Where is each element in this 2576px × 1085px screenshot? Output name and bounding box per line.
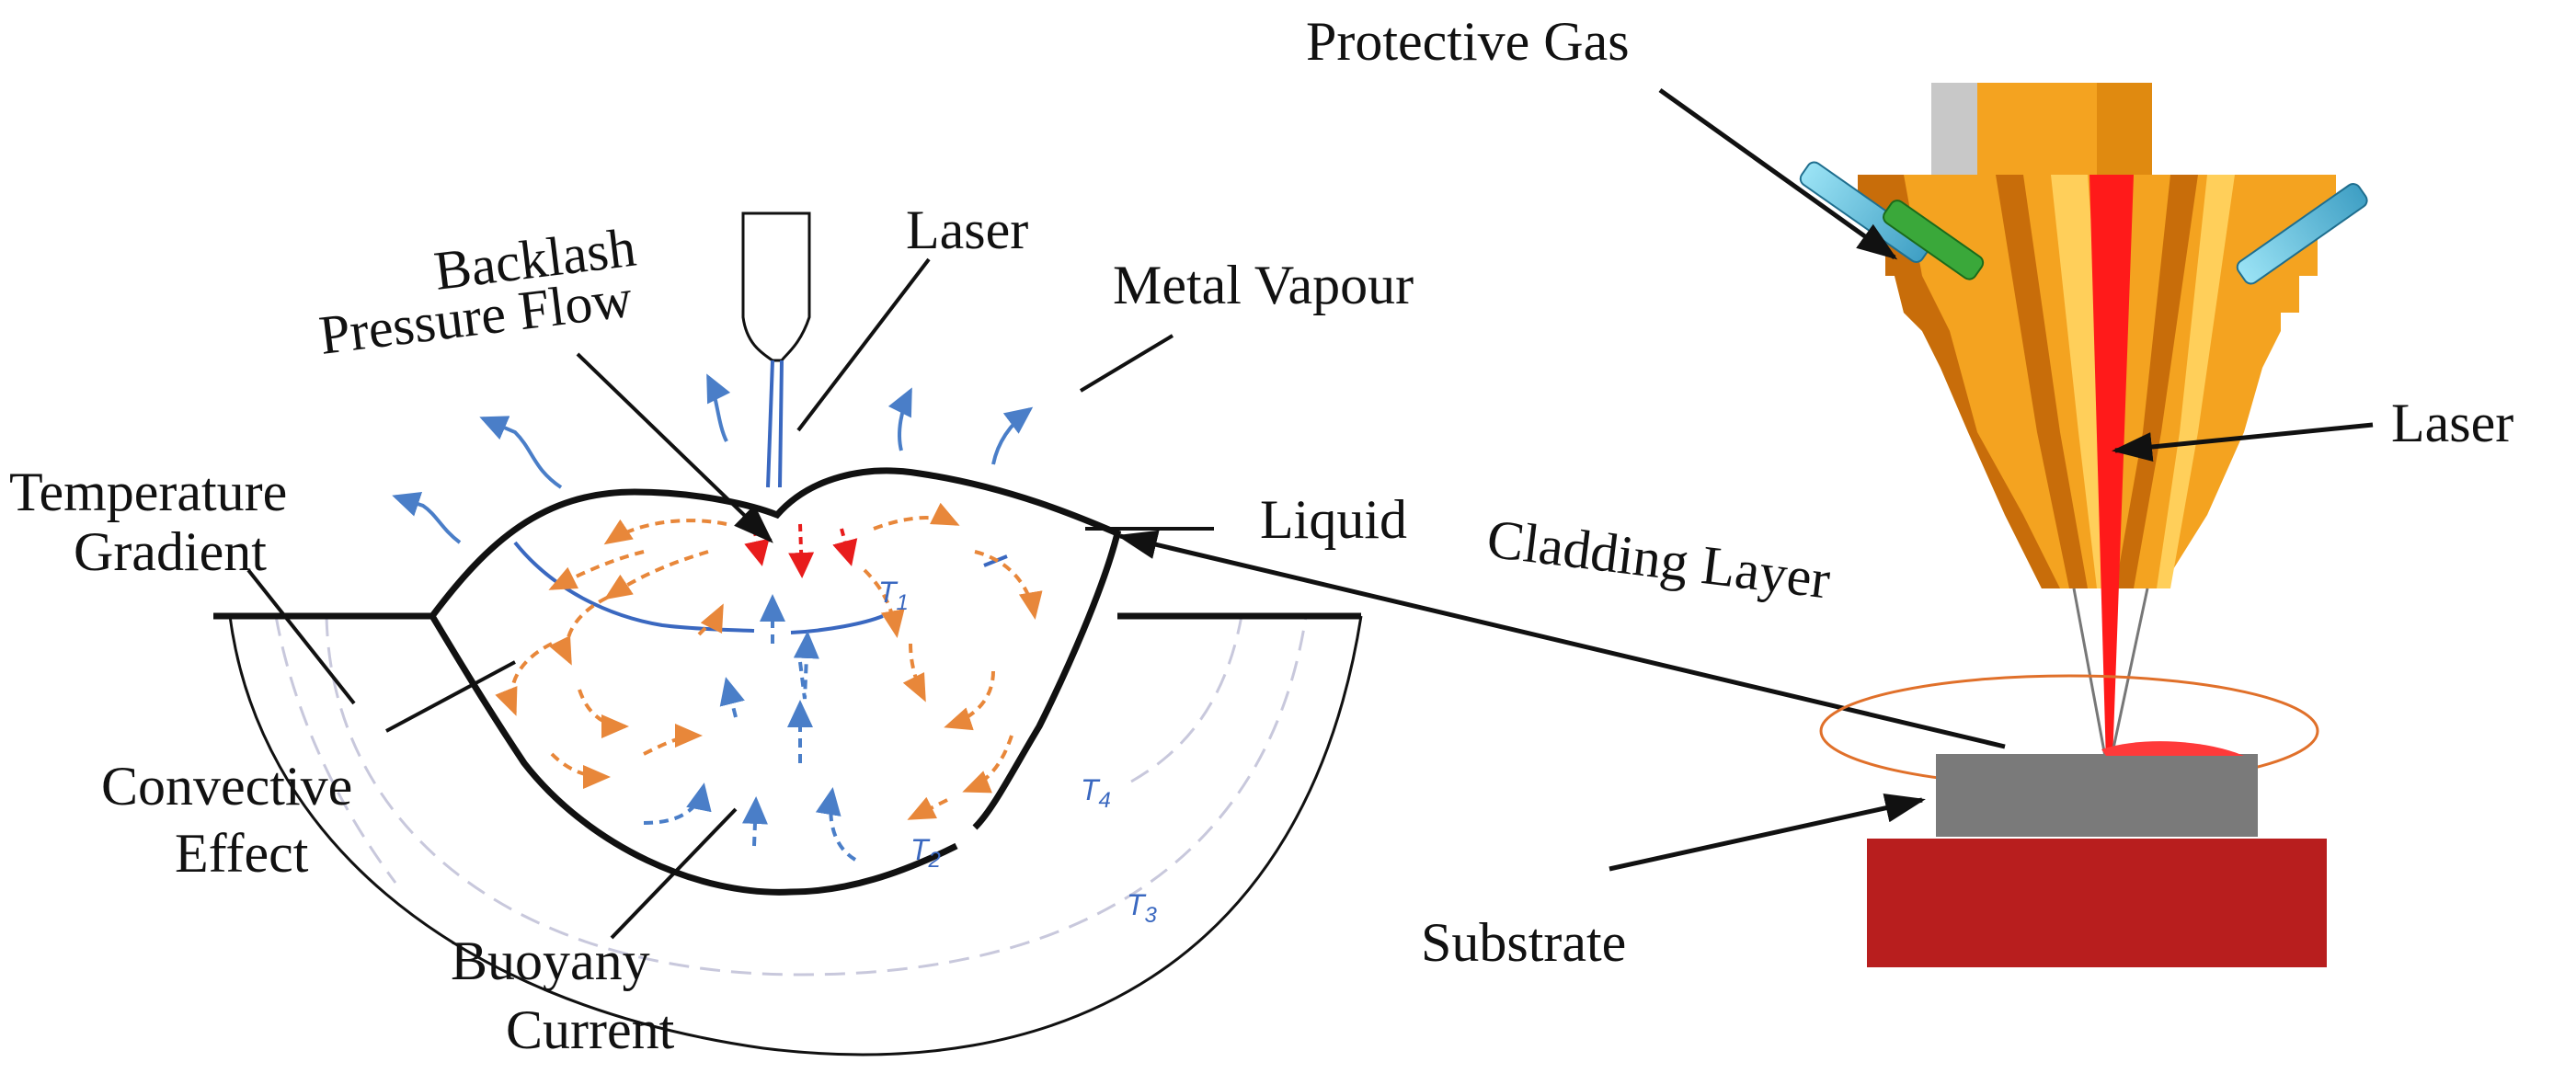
buoyany-callout — [610, 807, 738, 940]
label-buoyany: Buoyany — [451, 931, 650, 991]
buoyancy-arrow — [793, 631, 819, 700]
cladding-head — [1799, 83, 2368, 763]
isotherm-t4-label: T4 — [1081, 773, 1111, 813]
vapour-arrow — [887, 387, 912, 451]
isotherm-t3-dashed — [325, 615, 1308, 976]
buoyancy-arrow — [741, 796, 768, 847]
cladding-to-pool-arrow — [1116, 530, 2006, 749]
backlash-arrow — [832, 528, 858, 566]
laser-callout — [796, 257, 931, 432]
label-protective-gas: Protective Gas — [1306, 11, 1630, 72]
flow-arrow — [578, 689, 629, 738]
vapour-arrow — [706, 373, 731, 442]
isotherm-t1-right — [790, 614, 884, 634]
flow-arrow — [548, 550, 645, 590]
flow-arrow — [863, 568, 905, 638]
flow-arrow — [603, 519, 727, 545]
gas-tube-right — [2236, 183, 2368, 285]
laser-beam-line — [778, 360, 784, 488]
metal-vapour-callout — [1079, 334, 1174, 393]
isotherm-t3-label: T3 — [1127, 888, 1158, 928]
nozzle-top-shade — [1931, 83, 1977, 175]
substrate-block — [1867, 839, 2327, 967]
label-convective: Convective — [101, 756, 352, 817]
gas-tube-left — [1799, 161, 1931, 263]
isotherm-t1-left — [513, 541, 755, 633]
label-cladding-layer: Cladding Layer — [1483, 508, 1833, 610]
vapour-arrow — [991, 406, 1034, 465]
vapour-arrow — [392, 491, 462, 544]
isotherm-t1-label: T1 — [878, 576, 909, 615]
nozzle-left-shade — [1858, 175, 2060, 588]
convective-callout — [385, 660, 516, 733]
label-liquid: Liquid — [1260, 489, 1407, 550]
flow-arrow — [697, 603, 724, 636]
buoyancy-arrow — [719, 677, 745, 718]
buoyancy-arrow — [815, 787, 857, 862]
substrate-callout — [1609, 793, 1926, 872]
metal-vapour-arrows — [392, 373, 1034, 544]
backlash-callout — [576, 352, 773, 543]
nozzle-highlight — [2051, 175, 2111, 588]
laser-nozzle — [741, 211, 811, 362]
pool-boundary — [429, 467, 1122, 896]
flow-arrow — [902, 643, 926, 702]
label-effect: Effect — [175, 823, 309, 884]
protective-gas-callout — [1658, 87, 1898, 260]
label-substrate: Substrate — [1421, 912, 1626, 973]
laser-beam-line — [766, 360, 774, 488]
laser-beam-cone — [2089, 175, 2134, 763]
laser-right-callout — [2112, 422, 2374, 462]
nozzle-top-side — [2097, 83, 2152, 175]
flow-arrow — [603, 550, 709, 600]
backlash-arrows — [744, 523, 858, 578]
nozzle-stripe — [1996, 175, 2088, 588]
isotherm-left-dashed — [274, 615, 397, 884]
temperature-callout — [246, 568, 356, 705]
label-metal-vapour: Metal Vapour — [1113, 255, 1414, 315]
flow-arrow — [962, 735, 1013, 794]
flow-arrow — [643, 724, 703, 756]
cladding-layer-block — [1936, 754, 2258, 837]
flow-arrow — [873, 502, 960, 531]
workpiece — [1819, 674, 2327, 967]
convective-flow-arrows — [495, 502, 1043, 820]
isotherm-t4-dashed — [1130, 615, 1243, 783]
flow-arrow — [907, 796, 948, 820]
label-laser-left: Laser — [906, 200, 1028, 260]
flow-arrow — [550, 752, 611, 789]
buoyancy-arrow — [643, 782, 712, 825]
left-callouts — [246, 257, 1214, 940]
label-laser-right: Laser — [2391, 393, 2513, 453]
isotherm-t2-label: T2 — [910, 833, 941, 873]
nozzle-stripe — [2115, 175, 2198, 588]
label-current: Current — [506, 999, 675, 1060]
flow-arrow — [944, 670, 995, 731]
nozzle-highlight — [2157, 175, 2235, 588]
buoyancy-flow-arrows — [643, 594, 857, 862]
label-temperature: Temperature — [9, 462, 287, 522]
flow-arrow — [974, 550, 1043, 620]
powder-stream — [2109, 588, 2149, 762]
flow-arrow — [548, 596, 608, 666]
flow-arrow — [495, 642, 553, 716]
backlash-arrow — [744, 528, 770, 566]
backlash-arrow — [788, 523, 815, 578]
isotherm-outer-solid — [228, 615, 1363, 1056]
melt-spot — [2101, 741, 2244, 756]
right-callouts — [1609, 87, 2374, 872]
vapour-arrow — [479, 416, 563, 489]
gas-tube-green — [1883, 200, 1985, 280]
label-gradient: Gradient — [74, 521, 267, 582]
melt-pool — [213, 211, 1363, 1056]
